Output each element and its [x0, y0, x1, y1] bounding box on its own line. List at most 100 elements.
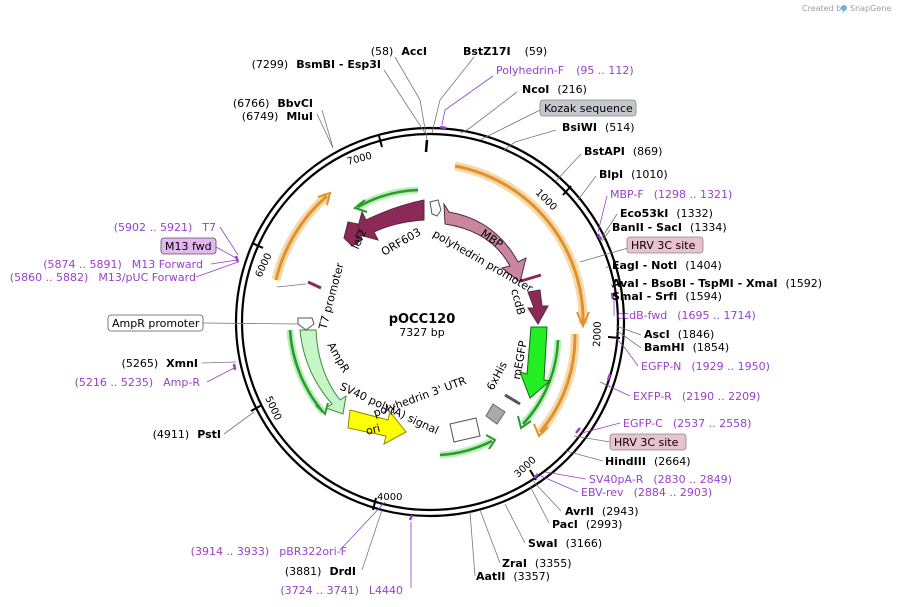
primer-ccdb-fwd: ccdB-fwd(1695 .. 1714) [617, 309, 756, 322]
line-m13-forward [210, 259, 238, 265]
primer-t7: (5902 .. 5921)T7 [114, 221, 216, 234]
line-bsiwi [503, 129, 557, 151]
line-bsmbi [383, 69, 426, 134]
ampr-promoter-arrow [297, 317, 315, 331]
line-ampr-promoter [202, 322, 299, 325]
green-arc-bottom-glow [439, 437, 494, 459]
tick-2000 [607, 336, 621, 339]
green-arc-top-head [352, 199, 368, 213]
site-smai-srfi: SmaI - SrfI(1594) [612, 290, 722, 303]
line-exfp-r [599, 381, 631, 397]
backbone-outer [234, 126, 626, 518]
ampr-promoter-box [107, 314, 204, 332]
green-arc-left-head [315, 402, 329, 416]
orf603-arrow [355, 199, 425, 241]
line-hrv2 [573, 435, 611, 443]
site-mlui: (6749)MluI [242, 110, 313, 123]
line-eco53ki [600, 213, 618, 240]
feature-label-ori: ori [364, 422, 381, 438]
tick-label-2000: 2000 [592, 321, 604, 347]
line-avai [610, 283, 614, 289]
tick-label-4000: 4000 [377, 492, 402, 503]
site-bstz17i: BstZ17I(59) [463, 45, 547, 58]
plasmid-length: 7327 bp [399, 326, 444, 339]
hrv2-box [609, 433, 687, 451]
m13-mark [234, 255, 240, 263]
hrv1-label: HRV 3C site [631, 239, 696, 252]
primer-pbr322ori-f: (3914 .. 3933)pBR322ori-F [191, 545, 347, 558]
site-bsiwi: BsiWI(514) [562, 121, 635, 134]
line-t7-promoter-inner [276, 283, 307, 288]
site-psti: (4911)PstI [153, 428, 221, 441]
site-acci: (58)AccI [371, 45, 427, 58]
feature-arrows [297, 199, 552, 445]
line-sv40pa-r [544, 471, 587, 480]
site-bamhi: BamHI(1854) [644, 341, 729, 354]
line-acci [394, 56, 428, 141]
egfp-c-mark [575, 427, 581, 434]
green-arc-left [288, 329, 324, 413]
site-zrai: ZraI(3355) [502, 557, 572, 570]
line-hrv1 [579, 247, 629, 263]
orange-features [271, 161, 590, 438]
line-ncoi [460, 91, 518, 134]
ori-arrow [347, 409, 407, 445]
plasmid-center: pOCC120 7327 bp [389, 312, 456, 339]
line-avrii [532, 480, 562, 512]
line-swai [504, 503, 526, 544]
site-avrii: AvrII(2943) [565, 505, 638, 518]
line-bamhi [615, 329, 642, 349]
line-polyhedrin-f [441, 75, 494, 126]
line-amp-r [206, 367, 235, 383]
primer-egfp-n: EGFP-N(1929 .. 1950) [641, 360, 770, 373]
site-bsmbi-esp3i: (7299)BsmBI - Esp3I [252, 58, 381, 71]
kozak-label: Kozak sequence [544, 102, 633, 115]
primer-m13-puc-forward: (5860 .. 5882)M13/pUC Forward [10, 271, 196, 284]
sv40-polya-box [485, 403, 506, 425]
line-egfp-c [581, 422, 621, 434]
tick-origin [424, 139, 429, 153]
tick-4000 [372, 497, 377, 511]
site-ncoi: NcoI(216) [522, 83, 587, 96]
line-zrai [479, 509, 501, 564]
site-swai: SwaI(3166) [528, 537, 602, 550]
line-bbvci [316, 113, 334, 149]
ccdb-arrow [527, 289, 549, 325]
feature-label-orf603: ORF603 [379, 226, 423, 259]
hrv2-label: HRV 3C site [614, 436, 679, 449]
green-arc-right-head [517, 415, 532, 430]
orange-arc-2-head [533, 423, 549, 438]
orange-arc-1 [454, 164, 585, 325]
green-arc-bottom-head [485, 434, 497, 450]
polyhedrin-f-mark [439, 125, 447, 130]
line-psti [223, 411, 255, 435]
primers-left: (5902 .. 5921)T7 (5874 .. 5891)M13 Forwa… [10, 221, 403, 597]
primers-right: Polyhedrin-F(95 .. 112) MBP-F(1298 .. 13… [496, 64, 770, 499]
site-avai-group: AvaI - BsoBI - TspMI - XmaI(1592) [612, 277, 822, 290]
tick-7000 [378, 135, 383, 148]
snapgene-logo-icon [841, 5, 847, 11]
snapgene-credit: Created by SnapGene [802, 4, 891, 13]
line-xmni [201, 361, 237, 364]
line-pbr322ori-f [339, 501, 386, 551]
tick-1000 [562, 185, 572, 196]
line-egfp-n [615, 337, 639, 367]
site-xmni: (5265)XmnI [122, 357, 198, 370]
ampr-arrow [299, 329, 347, 415]
line-asci [615, 325, 642, 336]
primer-m13-forward: (5874 .. 5891)M13 Forward [43, 258, 203, 271]
tick-6000 [251, 242, 264, 249]
line-bstapi [555, 153, 582, 182]
orange-arc-3 [274, 194, 328, 281]
line-eagi [605, 265, 610, 269]
feature-label-ampr: AmpR [324, 340, 352, 375]
orange-arc-1-head [576, 311, 590, 329]
line-m13-puc [195, 261, 239, 278]
primer-mbp-f: MBP-F(1298 .. 1321) [610, 188, 732, 201]
small-feature-box [429, 199, 442, 217]
exfp-r-mark [606, 373, 612, 381]
line-banii [601, 229, 611, 242]
primer-ebv-rev: EBV-rev(2884 .. 2903) [581, 486, 712, 499]
amp-r-mark [232, 363, 237, 371]
